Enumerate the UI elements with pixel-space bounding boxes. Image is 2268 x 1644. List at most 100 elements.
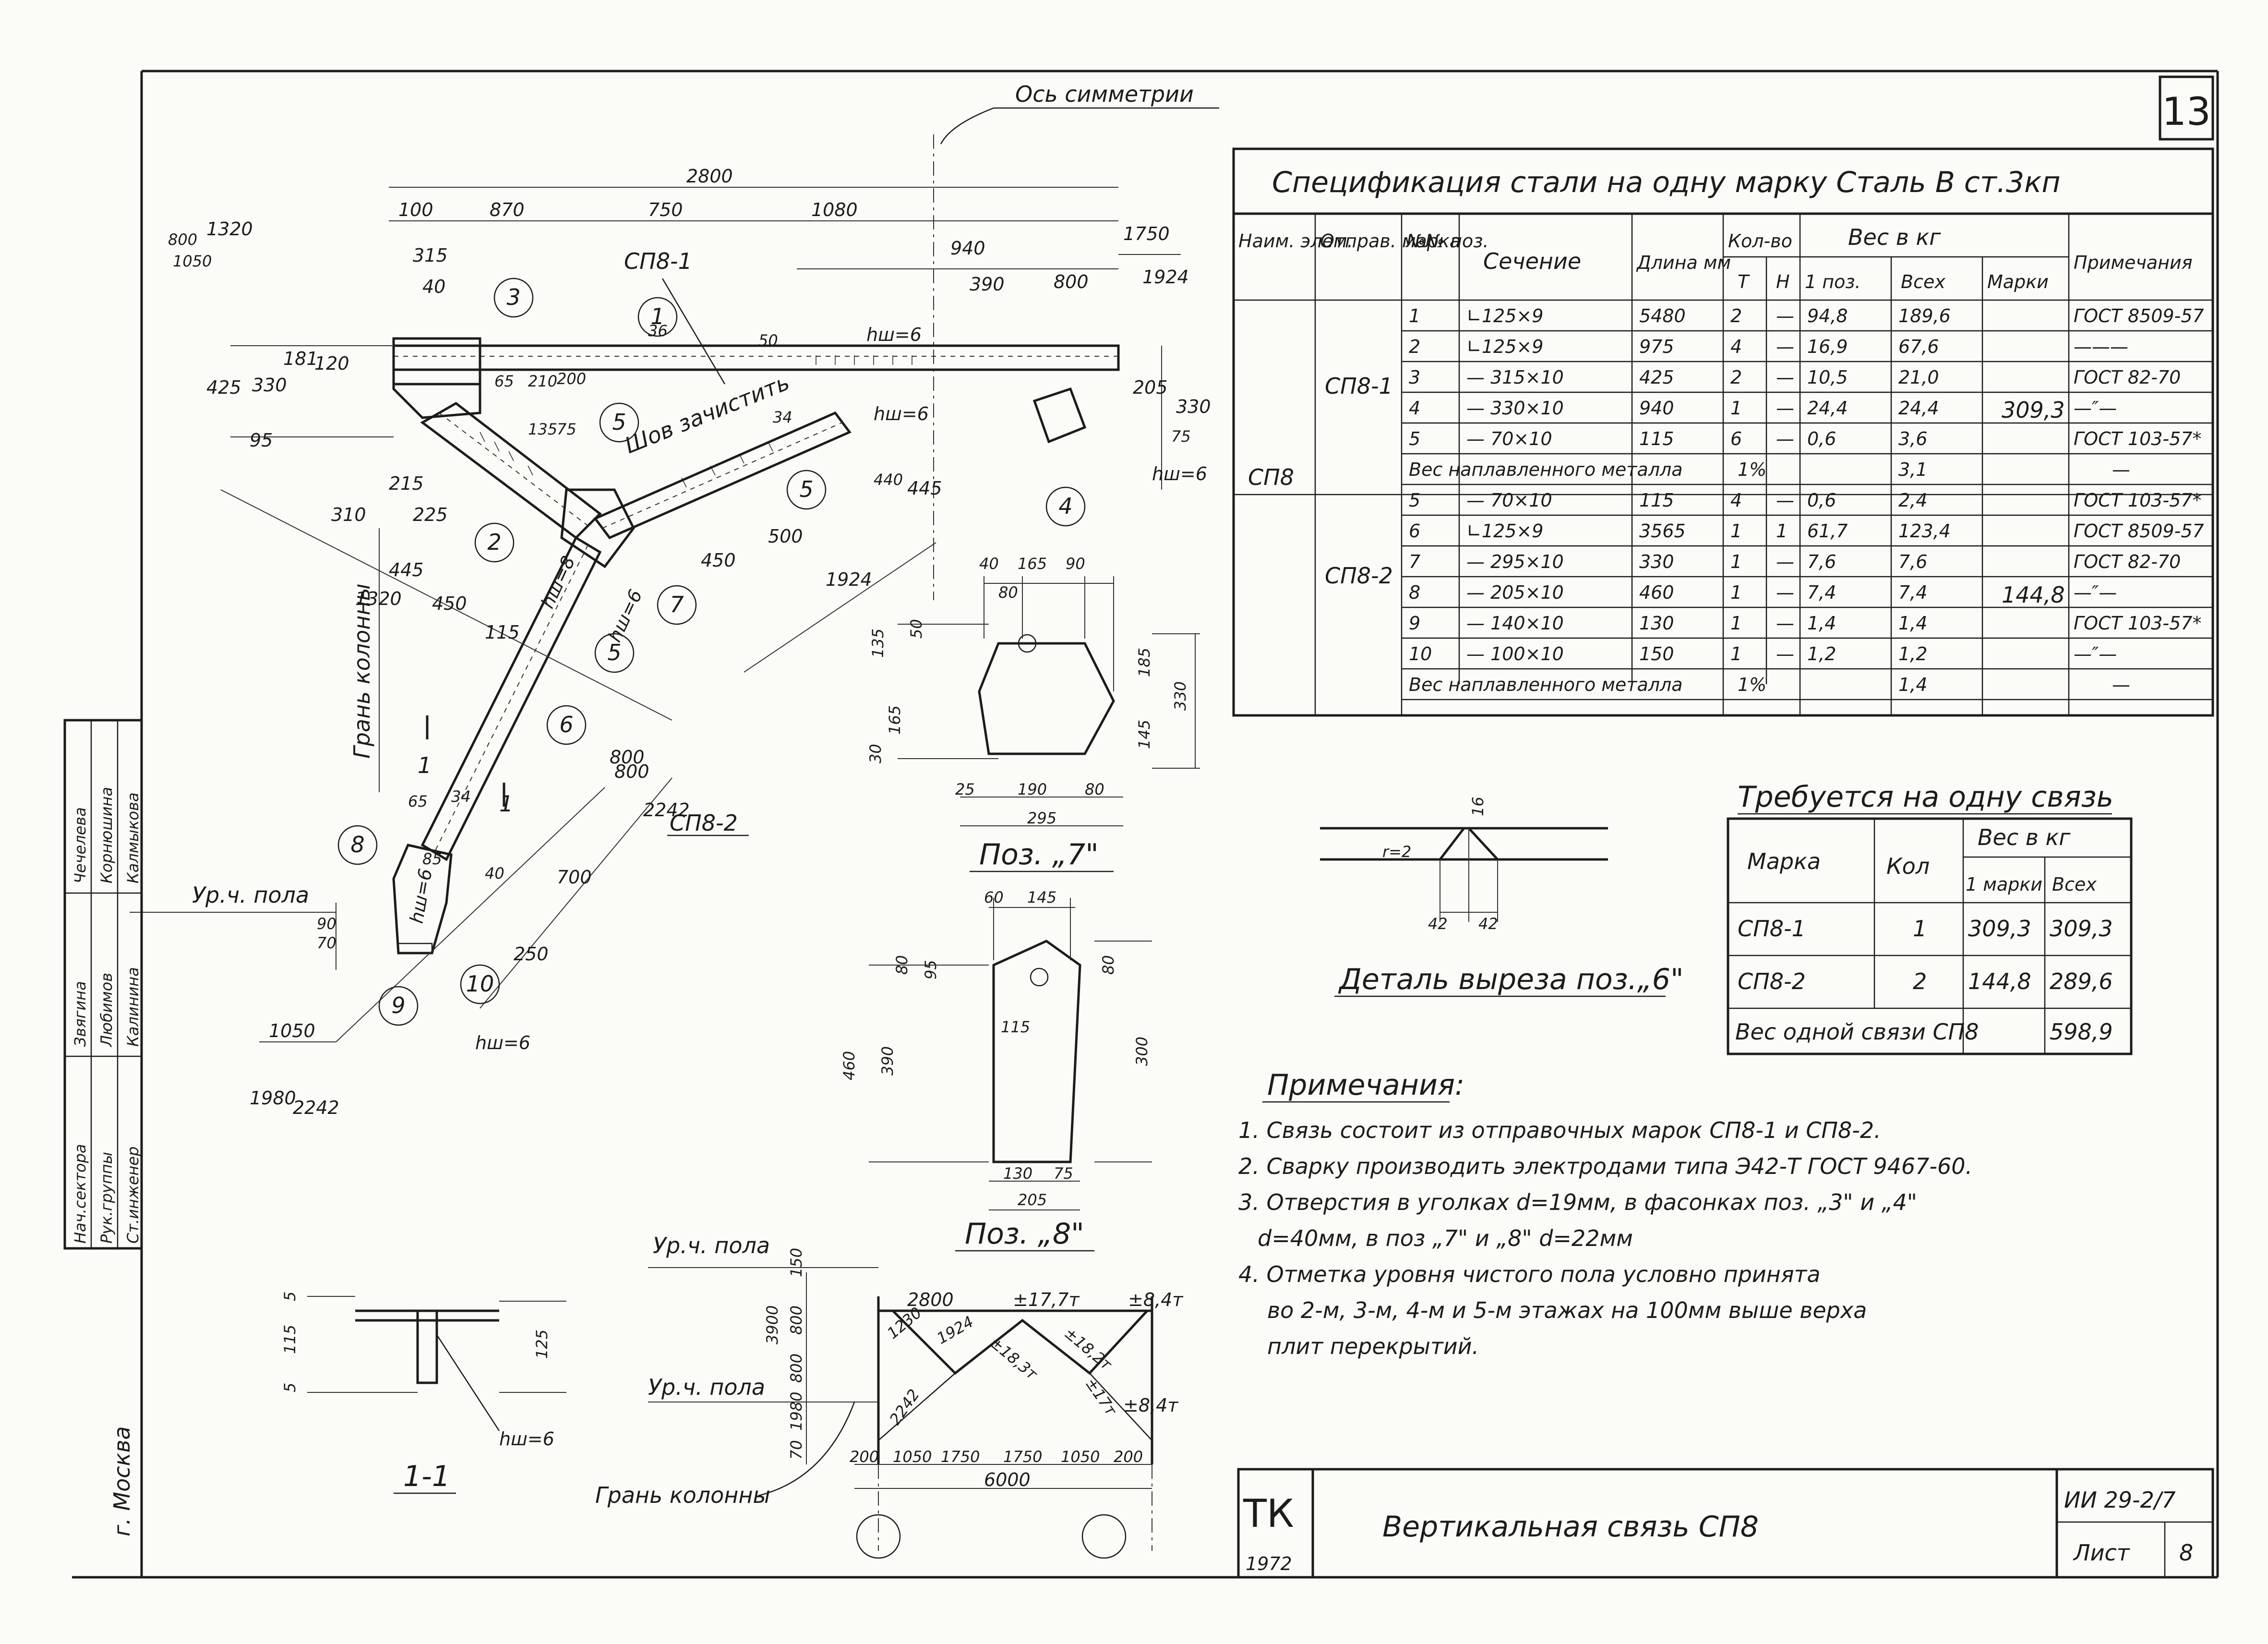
sp82-r1-c6: 0,6 bbox=[1807, 490, 1836, 511]
sp82-r4-c8: —″— bbox=[2074, 582, 2117, 603]
p8-dim-60: 60 bbox=[984, 888, 1004, 907]
hdr-n: Н bbox=[1776, 271, 1790, 292]
sp81-r4-c2: — 330×10 bbox=[1466, 398, 1564, 419]
sp81-r5-c5: — bbox=[1776, 428, 1794, 449]
sheet-number: 13 bbox=[2162, 89, 2211, 134]
sp81-r2-c2: ∟125×9 bbox=[1466, 336, 1543, 357]
dim-1050: 1050 bbox=[173, 252, 212, 270]
sp82-r5-c8: ГОСТ 103-57* bbox=[2074, 613, 2202, 634]
sch-dim-177: ±17,7т bbox=[1013, 1289, 1080, 1310]
p8-dim-75: 75 bbox=[1054, 1164, 1073, 1183]
p8-dim-80b: 80 bbox=[1099, 955, 1117, 975]
tb-sheet-label: Лист bbox=[2073, 1540, 2130, 1566]
sp81-r3-c5: — bbox=[1776, 367, 1794, 388]
label-hw6-c: hш=6 bbox=[604, 586, 646, 645]
sp81-r4-c8: —″— bbox=[2074, 398, 2117, 419]
s11-dim-125: 125 bbox=[533, 1330, 551, 1359]
hdr-mark: Отправ. марка bbox=[1320, 230, 1461, 252]
required-table: Требуется на одну связь Марка Кол Вес в … bbox=[1727, 780, 2133, 1055]
tb-title: Вертикальная связь СП8 bbox=[1382, 1510, 1759, 1544]
hdr-marks: Марки bbox=[1987, 271, 2049, 292]
sp81-r1-c5: — bbox=[1776, 305, 1794, 326]
sp81-r5-c1: 5 bbox=[1409, 428, 1420, 449]
sp81-r3-c4: 2 bbox=[1730, 367, 1742, 388]
section-mark-1a: 1 bbox=[418, 752, 432, 778]
sp82-r5-c2: — 140×10 bbox=[1466, 613, 1564, 634]
dim-940: 940 bbox=[950, 238, 985, 259]
p7-dim-190: 190 bbox=[1018, 780, 1047, 798]
sch-dim-3900: 3900 bbox=[763, 1306, 781, 1344]
note-3: 3. Отверстия в уголках d=19мм, в фасонка… bbox=[1238, 1189, 1917, 1215]
dim-135: 135 bbox=[528, 420, 557, 438]
sp81-r4-c7: 24,4 bbox=[1898, 398, 1939, 419]
p7-dim-295: 295 bbox=[1027, 809, 1056, 827]
sp82-r5-c1: 9 bbox=[1409, 613, 1420, 634]
p8-dim-130: 130 bbox=[1003, 1164, 1032, 1183]
sp81-r4-c5: — bbox=[1776, 398, 1794, 419]
p7-dim-90: 90 bbox=[1066, 555, 1085, 573]
p7-dim-185: 185 bbox=[1135, 648, 1153, 677]
sp82-r4-c7: 7,4 bbox=[1898, 582, 1927, 603]
sch-dim-70: 70 bbox=[787, 1440, 805, 1460]
svg-text:1: 1 bbox=[650, 303, 664, 329]
label-column-face: Грань колонны bbox=[349, 583, 375, 759]
pos8-detail: 60 145 80 95 80 115 460 390 300 130 75 2… bbox=[840, 888, 1152, 1252]
sch-floor-a: Ур.ч. пола bbox=[653, 1233, 770, 1258]
dim-700: 700 bbox=[557, 867, 592, 888]
dim-1320-b: 1320 bbox=[355, 588, 402, 609]
svg-text:6: 6 bbox=[559, 712, 573, 737]
s11-dim-115: 115 bbox=[281, 1325, 299, 1354]
sch-dim-17: ±17т bbox=[1081, 1375, 1120, 1419]
dim-2242: 2242 bbox=[643, 799, 690, 821]
sp81-r3-c1: 3 bbox=[1409, 367, 1420, 388]
dim-450: 450 bbox=[432, 593, 467, 614]
dim-330-r: 330 bbox=[1176, 396, 1211, 417]
dim-70: 70 bbox=[317, 934, 336, 952]
sch-dim-800b: 800 bbox=[787, 1354, 805, 1383]
p8-dim-205: 205 bbox=[1018, 1191, 1047, 1209]
spec-table: Спецификация стали на одну марку Сталь В… bbox=[1232, 147, 2214, 717]
dim-65-b: 65 bbox=[408, 792, 428, 810]
req-title: Требуется на одну связь bbox=[1738, 780, 2113, 814]
req-total-value: 598,9 bbox=[2050, 1019, 2113, 1045]
label-hw6-e: hш=6 bbox=[475, 1032, 530, 1053]
stamp-sign-1: Звягина bbox=[71, 981, 89, 1047]
stamp-role-2: Рук.группы bbox=[97, 1152, 116, 1244]
sp81-r2-c7: 67,6 bbox=[1898, 336, 1939, 357]
p7-caption: Поз. „7" bbox=[979, 838, 1099, 871]
sp81-r1-c6: 94,8 bbox=[1807, 305, 1848, 326]
dim-800: 800 bbox=[1054, 271, 1089, 292]
req-r1-wall: 309,3 bbox=[2050, 916, 2113, 942]
sp82-r6-c8: —″— bbox=[2074, 643, 2117, 665]
req-r1-qty: 1 bbox=[1913, 916, 1927, 942]
svg-text:8: 8 bbox=[350, 832, 364, 858]
hdr-all: Всех bbox=[1901, 271, 1945, 292]
sp81-r4-c1: 4 bbox=[1409, 398, 1420, 419]
svg-text:7: 7 bbox=[670, 592, 684, 617]
dim-870: 870 bbox=[490, 199, 525, 220]
spec-mark-weight-sp82: 144,8 bbox=[2002, 582, 2065, 608]
balloon-pos-10: 10 bbox=[460, 964, 500, 1004]
dim-2800: 2800 bbox=[686, 166, 733, 187]
sp82-r4-c3: 460 bbox=[1639, 582, 1674, 603]
sch-dim-84a: ±8,4т bbox=[1128, 1289, 1184, 1310]
p8-dim-390: 390 bbox=[878, 1046, 897, 1076]
p7-dim-50: 50 bbox=[907, 619, 925, 639]
label-sp8-1: СП8-1 bbox=[624, 248, 692, 274]
p8-caption: Поз. „8" bbox=[965, 1217, 1084, 1251]
sp82-r5-c6: 1,4 bbox=[1807, 613, 1836, 634]
sp82-r2-c5: 1 bbox=[1776, 520, 1788, 542]
note-4b: во 2-м, 3-м, 4-м и 5-м этажах на 100мм в… bbox=[1267, 1297, 1867, 1323]
dim-250: 250 bbox=[514, 943, 549, 965]
p7-dim-135: 135 bbox=[869, 629, 887, 658]
sp82-r4-c2: — 205×10 bbox=[1466, 582, 1564, 603]
sp81-r3-c6: 10,5 bbox=[1807, 367, 1848, 388]
note-1: 1. Связь состоит из отправочных марок СП… bbox=[1238, 1117, 1881, 1143]
p7-dim-145: 145 bbox=[1135, 720, 1153, 749]
sp81-r2-c8: ——— bbox=[2074, 336, 2128, 357]
dim-1080: 1080 bbox=[811, 199, 858, 220]
dim-100: 100 bbox=[398, 199, 433, 220]
dim-95: 95 bbox=[250, 430, 273, 451]
hdr-section: Сечение bbox=[1483, 248, 1581, 274]
